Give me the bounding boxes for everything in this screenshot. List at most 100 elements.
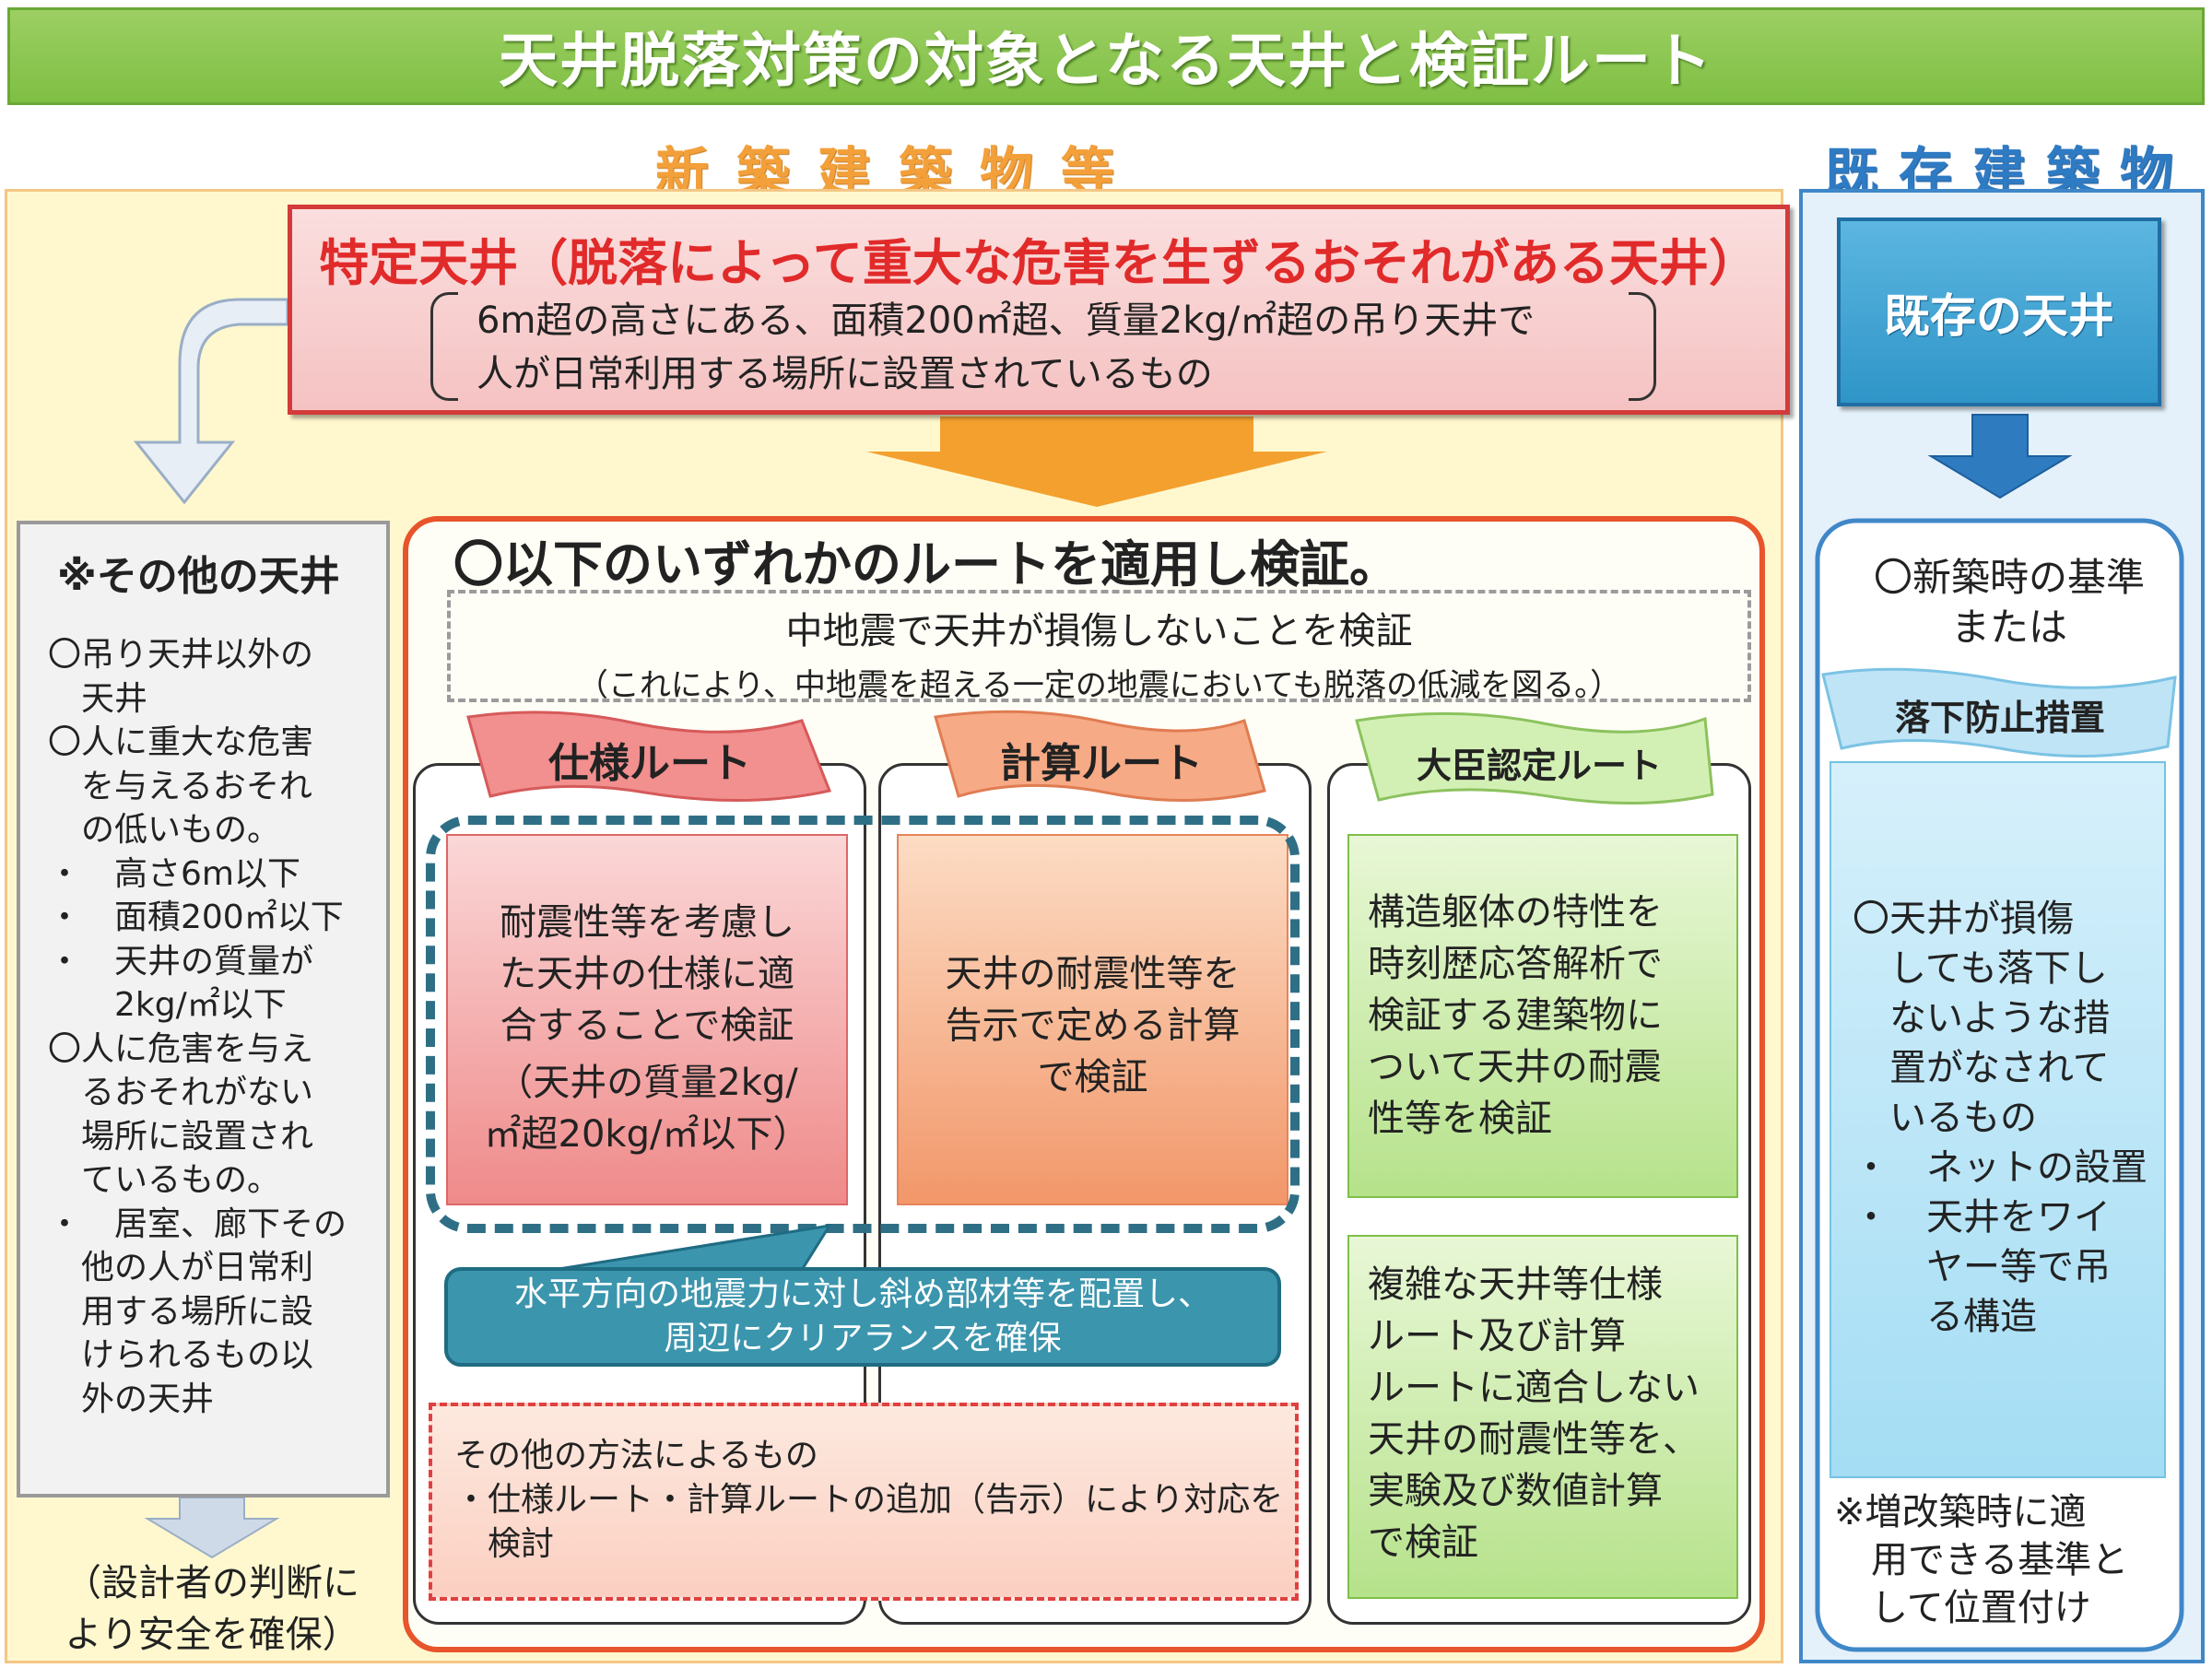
desc-line: 人が日常利用する場所に設置されているもの xyxy=(477,353,1213,395)
list-item: の低いもの。 xyxy=(48,811,281,849)
text-line: して位置付け xyxy=(1834,1587,2091,1629)
text-line: 天井の耐震性等を、 xyxy=(1368,1418,1700,1461)
minister-route-box-2: 複雑な天井等仕様 ルート及び計算 ルートに適合しない 天井の耐震性等を、 実験及… xyxy=(1347,1235,1738,1599)
list-item: けられるもの以 xyxy=(48,1336,314,1374)
list-item: 〇人に重大な危害 xyxy=(48,723,314,761)
other-ceiling-list: 〇吊り天井以外の 天井 〇人に重大な危害 を与えるおそれ の低いもの。 ・ 高さ… xyxy=(48,633,380,1421)
text-line: 実験及び数値計算 xyxy=(1368,1470,1663,1512)
routes-heading: 〇以下のいずれかのルートを適用し検証。 xyxy=(453,535,1399,593)
list-item: ・ 高さ6m以下 xyxy=(48,854,300,893)
spec-route-label: 仕様ルート xyxy=(548,740,751,787)
text-line: 告示で定める計算 xyxy=(945,1004,1241,1047)
list-item: ・ 面積200㎡以下 xyxy=(48,899,344,936)
desc-line: 6m超の高さにある、面積200㎡超、質量2kg/㎡超の吊り天井で xyxy=(477,300,1535,342)
minister-route-box-1: 構造躯体の特性を 時刻歴応答解析で 検証する建築物に ついて天井の耐震 性等を検… xyxy=(1347,834,1738,1198)
other-ceiling-title: ※その他の天井 xyxy=(57,553,340,600)
text-line: ついて天井の耐震 xyxy=(1368,1046,1662,1088)
text-line: ※増改築時に適 xyxy=(1834,1491,2087,1533)
other-methods-text: その他の方法によるもの ・仕様ルート・計算ルートの追加（告示）により対応を 検討 xyxy=(454,1434,1295,1567)
text-line: 複雑な天井等仕様 xyxy=(1368,1263,1663,1306)
list-item: 外の天井 xyxy=(48,1380,215,1418)
text-line: 構造躯体の特性を xyxy=(1368,891,1663,934)
list-item: 天井 xyxy=(48,679,148,718)
text-line: ルートに適合しない xyxy=(1368,1367,1700,1409)
ribbon-spec-route xyxy=(466,711,832,803)
designer-judgement-note: （設計者の判断に より安全を確保） xyxy=(37,1557,387,1661)
ribbon-minister-route xyxy=(1355,711,1714,805)
list-item: ヤー等で吊 xyxy=(1853,1246,2111,1288)
orange-down-arrow-icon xyxy=(866,417,1327,507)
other-ceiling-box: ※その他の天井 〇吊り天井以外の 天井 〇人に重大な危害 を与えるおそれ の低い… xyxy=(17,521,390,1498)
bracket-left xyxy=(430,292,458,401)
spec-calc-group-outline xyxy=(426,816,1300,1233)
text-line: ・仕様ルート・計算ルートの追加（告示）により対応を xyxy=(454,1481,1284,1519)
spec-route-text: 耐震性等を考慮し た天井の仕様に適 合することで検証 （天井の質量2kg/ ㎡超… xyxy=(448,897,846,1160)
blue-down-arrow-icon xyxy=(1927,414,2073,499)
gray-down-arrow-icon xyxy=(144,1497,280,1559)
fall-prevention-box xyxy=(1830,761,2166,1478)
list-item: 2kg/㎡以下 xyxy=(48,986,287,1024)
text-line: 検討 xyxy=(454,1525,555,1563)
text-line: で検証 xyxy=(1368,1521,1478,1564)
specified-ceiling-title: 特定天井（脱落によって重大な危害を生ずるおそれがある天井） xyxy=(319,234,1759,292)
ribbon-fall-prevention xyxy=(1821,667,2177,758)
list-item: を与えるおそれ xyxy=(48,767,312,805)
specified-ceiling-box: 特定天井（脱落によって重大な危害を生ずるおそれがある天井） 6m超の高さにある、… xyxy=(288,205,1790,415)
text-line: た天井の仕様に適 xyxy=(500,953,794,995)
text-line: 合することで検証 xyxy=(500,1004,794,1047)
list-item: る構造 xyxy=(1853,1296,2037,1338)
list-item: 〇天井が損傷 xyxy=(1853,898,2074,940)
callout-line: 水平方向の地震力に対し斜め部材等を配置し、 xyxy=(513,1275,1211,1313)
text-line: 検証する建築物に xyxy=(1368,994,1663,1037)
list-item: ・ ネットの設置 xyxy=(1853,1146,2147,1189)
curved-arrow-icon xyxy=(133,298,289,505)
minister-route-text-1: 構造躯体の特性を 時刻歴応答解析で 検証する建築物に ついて天井の耐震 性等を検… xyxy=(1368,887,1736,1145)
note-line: （設計者の判断に xyxy=(65,1562,359,1604)
list-item: 〇人に危害を与え xyxy=(48,1029,314,1068)
verification-line: 中地震で天井が損傷しないことを検証 xyxy=(785,610,1413,652)
minister-route-text-2: 複雑な天井等仕様 ルート及び計算 ルートに適合しない 天井の耐震性等を、 実験及… xyxy=(1368,1259,1736,1568)
existing-ceiling-box: 既存の天井 xyxy=(1837,217,2161,406)
list-item: いるもの xyxy=(1853,1097,2037,1139)
list-item: ・ 居室、廊下その xyxy=(48,1204,347,1243)
text-line: （天井の質量2kg/ xyxy=(496,1062,798,1104)
list-item: しても落下し xyxy=(1853,947,2108,990)
text-line: 天井の耐震性等を xyxy=(945,953,1241,995)
list-item: るおそれがない xyxy=(48,1074,314,1111)
calc-route-box: 天井の耐震性等を 告示で定める計算 で検証 xyxy=(897,834,1288,1205)
new-standard-text: 〇新築時の基準 または xyxy=(1834,553,2184,652)
list-item: 置がなされて xyxy=(1853,1047,2110,1089)
list-item: 場所に設置され xyxy=(48,1117,314,1156)
text-line: 〇新築時の基準 xyxy=(1873,555,2145,600)
list-item: 他の人が日常利 xyxy=(48,1249,314,1286)
spec-route-box: 耐震性等を考慮し た天井の仕様に適 合することで検証 （天井の質量2kg/ ㎡超… xyxy=(446,834,848,1205)
renovation-note: ※増改築時に適 用できる基準と して位置付け xyxy=(1834,1488,2175,1632)
clearance-callout: 水平方向の地震力に対し斜め部材等を配置し、 周辺にクリアランスを確保 xyxy=(444,1267,1281,1367)
ribbon-calc-route xyxy=(934,710,1266,802)
text-line: 用できる基準と xyxy=(1834,1539,2129,1581)
callout-line: 周辺にクリアランスを確保 xyxy=(664,1320,1062,1357)
list-item: ・ 天井をワイ xyxy=(1853,1196,2111,1239)
calc-route-label: 計算ルート xyxy=(1000,740,1203,787)
specified-ceiling-description: 6m超の高さにある、面積200㎡超、質量2kg/㎡超の吊り天井で 人が日常利用す… xyxy=(477,294,1610,401)
bracket-right xyxy=(1629,292,1656,401)
verification-line: （これにより、中地震を超える一定の地震においても脱落の低減を図る。） xyxy=(576,667,1622,704)
text-line: で検証 xyxy=(1037,1056,1148,1098)
list-item: 〇吊り天井以外の xyxy=(48,636,314,674)
text-line: その他の方法によるもの xyxy=(454,1437,818,1474)
other-methods-box: その他の方法によるもの ・仕様ルート・計算ルートの追加（告示）により対応を 検討 xyxy=(429,1403,1299,1601)
text-line: または xyxy=(1950,605,2067,650)
list-item: 用する場所に設 xyxy=(48,1292,314,1331)
text-line: ルート及び計算 xyxy=(1368,1315,1626,1357)
list-item: ・ 天井の質量が xyxy=(48,942,314,981)
minister-route-label: 大臣認定ルート xyxy=(1416,746,1662,786)
text-line: 性等を検証 xyxy=(1368,1098,1552,1140)
fall-prevention-label: 落下防止措置 xyxy=(1894,698,2105,738)
fall-prevention-list: 〇天井が損傷 しても落下し ないような措 置がなされて いるもの ・ ネットの設… xyxy=(1853,894,2157,1342)
text-line: 時刻歴応答解析で xyxy=(1368,943,1663,985)
list-item: ないような措 xyxy=(1853,997,2111,1040)
verification-note: 中地震で天井が損傷しないことを検証 （これにより、中地震を超える一定の地震におい… xyxy=(447,590,1751,704)
page-title: 天井脱落対策の対象となる天井と検証ルート xyxy=(7,7,2205,105)
list-item: ているもの。 xyxy=(48,1161,281,1199)
